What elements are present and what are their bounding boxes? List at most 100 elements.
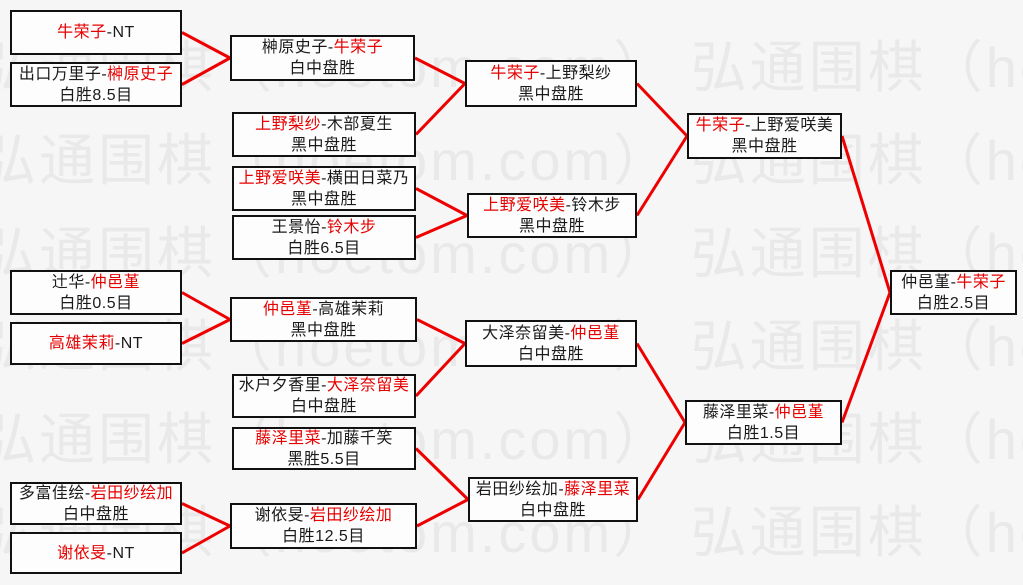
player-name: 水户夕香里-	[238, 377, 327, 394]
connector-line	[415, 187, 468, 217]
winner-name: 牛荣子	[695, 117, 746, 134]
match-result: 黑中盘胜	[731, 138, 798, 155]
match-box-m_d4: 藤泽里菜-加藤千笑黑胜5.5目	[232, 427, 416, 470]
match-box-m_g1: 藤泽里菜-仲邑堇白胜1.5目	[685, 400, 842, 445]
winner-name: 仲邑堇	[570, 324, 620, 342]
match-players: 牛荣子-上野爱咲美	[696, 115, 834, 136]
match-players: 高雄茉莉-NT	[49, 333, 143, 354]
connector-line	[840, 135, 892, 293]
match-players: 大泽奈留美-仲邑堇	[482, 323, 620, 344]
player-name: -NT	[106, 24, 135, 41]
match-box-m_a3: 上野梨纱-木部夏生黑中盘胜	[232, 112, 416, 157]
match-box-m_b2: 上野爱咲美-铃木步黑中盘胜	[467, 193, 637, 238]
winner-name: 谢依旻	[57, 544, 107, 562]
match-box-m_d5: 多富佳绘-岩田纱绘加白中盘胜	[10, 482, 182, 525]
connector-line	[636, 421, 687, 501]
player-name: -高雄茉莉	[312, 300, 385, 318]
winner-name: 上野爱咲美	[483, 196, 566, 214]
match-players: 藤泽里菜-仲邑堇	[703, 402, 824, 423]
match-result: 黑中盘胜	[290, 190, 357, 208]
winner-name: 岩田纱绘加	[309, 507, 393, 524]
player-name: 谢依旻-	[254, 507, 310, 524]
match-box-m_e1: 仲邑堇-高雄茉莉黑中盘胜	[230, 297, 417, 342]
match-players: 上野梨纱-木部夏生	[255, 114, 393, 135]
match-players: 谢依旻-岩田纱绘加	[255, 505, 393, 526]
winner-name: 上野梨纱	[255, 115, 322, 133]
match-box-m_b1: 榊原史子-牛荣子白中盘胜	[230, 35, 415, 81]
connector-line	[414, 56, 466, 85]
player-name: 辻华-	[51, 273, 91, 291]
match-result: 白胜6.5目	[287, 239, 361, 257]
connector-line	[415, 214, 468, 239]
match-box-m_f: 仲邑堇-牛荣子白胜2.5目	[890, 270, 1017, 315]
connector-line	[416, 318, 466, 345]
winner-name: 仲邑堇	[774, 403, 825, 421]
winner-name: 藤泽里菜	[564, 480, 631, 498]
player-name: -加藤千笑	[321, 429, 393, 447]
player-name: -上野梨纱	[539, 64, 612, 82]
match-players: 牛荣子-NT	[57, 22, 135, 43]
player-name: -铃木步	[565, 196, 621, 214]
match-box-m_a5: 王景怡-铃木步白胜6.5目	[232, 215, 416, 260]
match-players: 榊原史子-牛荣子	[262, 37, 383, 58]
winner-name: 大泽奈留美	[326, 377, 410, 394]
connector-line	[181, 56, 231, 86]
match-players: 岩田纱绘加-藤泽里菜	[476, 479, 630, 500]
winner-name: 牛荣子	[333, 39, 384, 56]
connector-line	[840, 291, 892, 424]
match-box-m_a2: 出口万里子-榊原史子白胜8.5目	[10, 62, 182, 107]
match-box-m_e3: 谢依旻-岩田纱绘加白胜12.5目	[230, 503, 417, 549]
match-result: 黑中盘胜	[290, 321, 357, 339]
player-name: 王景怡-	[271, 218, 327, 236]
match-players: 仲邑堇-牛荣子	[901, 272, 1006, 293]
winner-name: 仲邑堇	[90, 273, 141, 291]
match-result: 白胜1.5目	[726, 424, 801, 442]
match-players: 辻华-仲邑堇	[52, 272, 140, 293]
connector-line	[414, 342, 467, 398]
connector-line	[635, 82, 689, 138]
match-box-m_d6: 谢依旻-NT	[10, 532, 182, 574]
match-players: 仲邑堇-高雄茉莉	[263, 299, 384, 320]
match-box-m_e4: 岩田纱绘加-藤泽里菜白中盘胜	[468, 477, 638, 522]
match-players: 谢依旻-NT	[57, 543, 135, 564]
match-result: 白胜2.5目	[916, 294, 991, 312]
player-name: -NT	[114, 335, 144, 352]
watermark-text: 弘通围棋（hoetom.com） 弘通围棋（hoetom.com）	[0, 129, 1023, 192]
connector-line	[414, 82, 467, 136]
winner-name: 牛荣子	[956, 273, 1006, 291]
match-result: 白中盘胜	[289, 60, 356, 77]
match-players: 多富佳绘-岩田纱绘加	[19, 483, 173, 504]
match-players: 上野爱咲美-铃木步	[483, 195, 621, 216]
winner-name: 榊原史子	[107, 65, 174, 83]
match-result: 白胜12.5目	[282, 528, 365, 545]
match-result: 白胜8.5目	[59, 86, 133, 104]
connector-line	[635, 135, 689, 217]
match-players: 王景怡-铃木步	[272, 217, 377, 238]
match-result: 白中盘胜	[62, 505, 129, 523]
match-box-m_d1: 辻华-仲邑堇白胜0.5目	[10, 270, 182, 315]
match-box-m_c2: 牛荣子-上野爱咲美黑中盘胜	[687, 113, 842, 159]
match-players: 出口万里子-榊原史子	[19, 64, 173, 85]
winner-name: 高雄茉莉	[48, 335, 115, 352]
winner-name: 藤泽里菜	[255, 429, 322, 447]
watermark-text: 弘通围棋（hoetom.com） 弘通围棋（hoetom.com）	[0, 408, 1023, 471]
connector-line	[635, 342, 687, 424]
match-box-m_e2: 大泽奈留美-仲邑堇白中盘胜	[465, 320, 637, 367]
match-box-m_c1: 牛荣子-上野梨纱黑中盘胜	[465, 60, 637, 107]
match-box-m_d2: 高雄茉莉-NT	[10, 322, 182, 365]
match-result: 白胜0.5目	[59, 294, 133, 312]
player-name: 藤泽里菜-	[702, 403, 775, 421]
player-name: 大泽奈留美-	[482, 324, 571, 342]
match-players: 上野爱咲美-横田日菜乃	[239, 168, 410, 189]
match-result: 白中盘胜	[517, 345, 584, 363]
connector-line	[181, 318, 231, 345]
winner-name: 牛荣子	[57, 24, 107, 41]
player-name: 仲邑堇-	[901, 273, 957, 291]
winner-name: 上野爱咲美	[238, 169, 322, 187]
player-name: -木部夏生	[321, 115, 393, 133]
connector-line	[416, 498, 469, 528]
player-name: 榊原史子-	[261, 39, 334, 56]
match-result: 黑中盘胜	[290, 136, 357, 154]
